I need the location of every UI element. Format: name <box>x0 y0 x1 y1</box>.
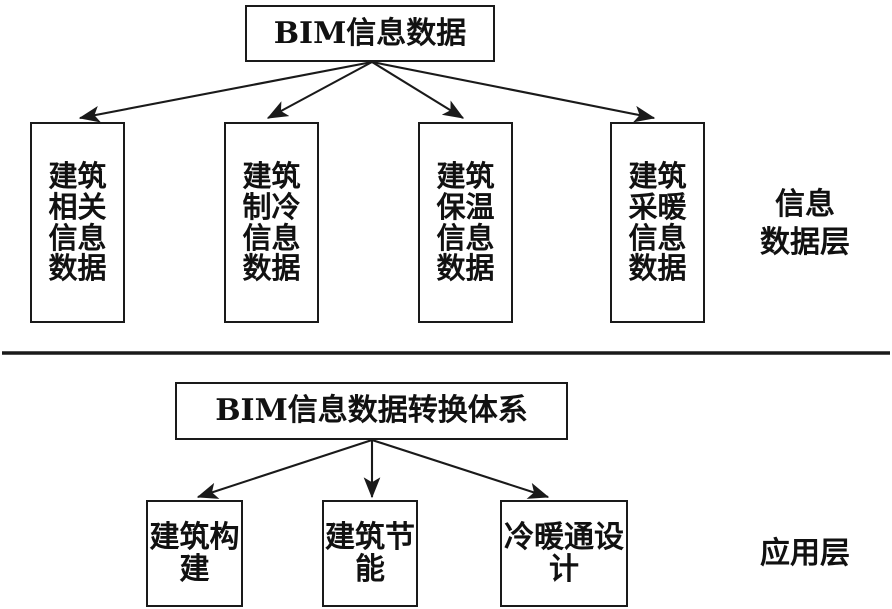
node-bim-information-data-root[interactable]: BIM信息数据 <box>245 5 495 62</box>
node-building-energy-saving[interactable]: 建筑节能 <box>322 500 418 607</box>
node-building-construction[interactable]: 建筑构建 <box>146 500 243 607</box>
layer-label-application: 应用层 <box>760 536 850 571</box>
node-label: 建筑保温信息数据 <box>436 159 495 286</box>
node-label: 建筑相关信息数据 <box>48 159 107 286</box>
connectors-information-layer <box>78 60 656 123</box>
node-building-insulation-information-data[interactable]: 建筑保温信息数据 <box>418 122 513 323</box>
node-label: 建筑节能 <box>325 519 415 587</box>
layer-label-information-data: 信息 数据层 <box>760 187 850 260</box>
node-hvac-design[interactable]: 冷暖通设计 <box>500 500 628 607</box>
arrow-root-to-node-1 <box>78 60 373 123</box>
arrow-root-to-app-node-1 <box>196 439 373 499</box>
node-label: 建筑制冷信息数据 <box>242 159 301 286</box>
connectors-application-layer <box>196 439 550 499</box>
node-bim-data-conversion-system-root[interactable]: BIM信息数据转换体系 <box>175 382 568 440</box>
arrow-root-to-node-3 <box>371 61 465 119</box>
node-label: 冷暖通设计 <box>504 519 624 587</box>
node-building-cooling-information-data[interactable]: 建筑制冷信息数据 <box>224 122 319 323</box>
arrow-root-to-app-node-3 <box>371 439 550 499</box>
node-label: 建筑采暖信息数据 <box>628 159 687 286</box>
node-label: 建筑构建 <box>149 519 240 587</box>
arrow-root-to-node-2 <box>266 61 373 119</box>
node-building-heating-information-data[interactable]: 建筑采暖信息数据 <box>610 122 705 323</box>
node-building-related-information-data[interactable]: 建筑相关信息数据 <box>30 122 125 323</box>
arrow-root-to-node-4 <box>371 60 656 123</box>
